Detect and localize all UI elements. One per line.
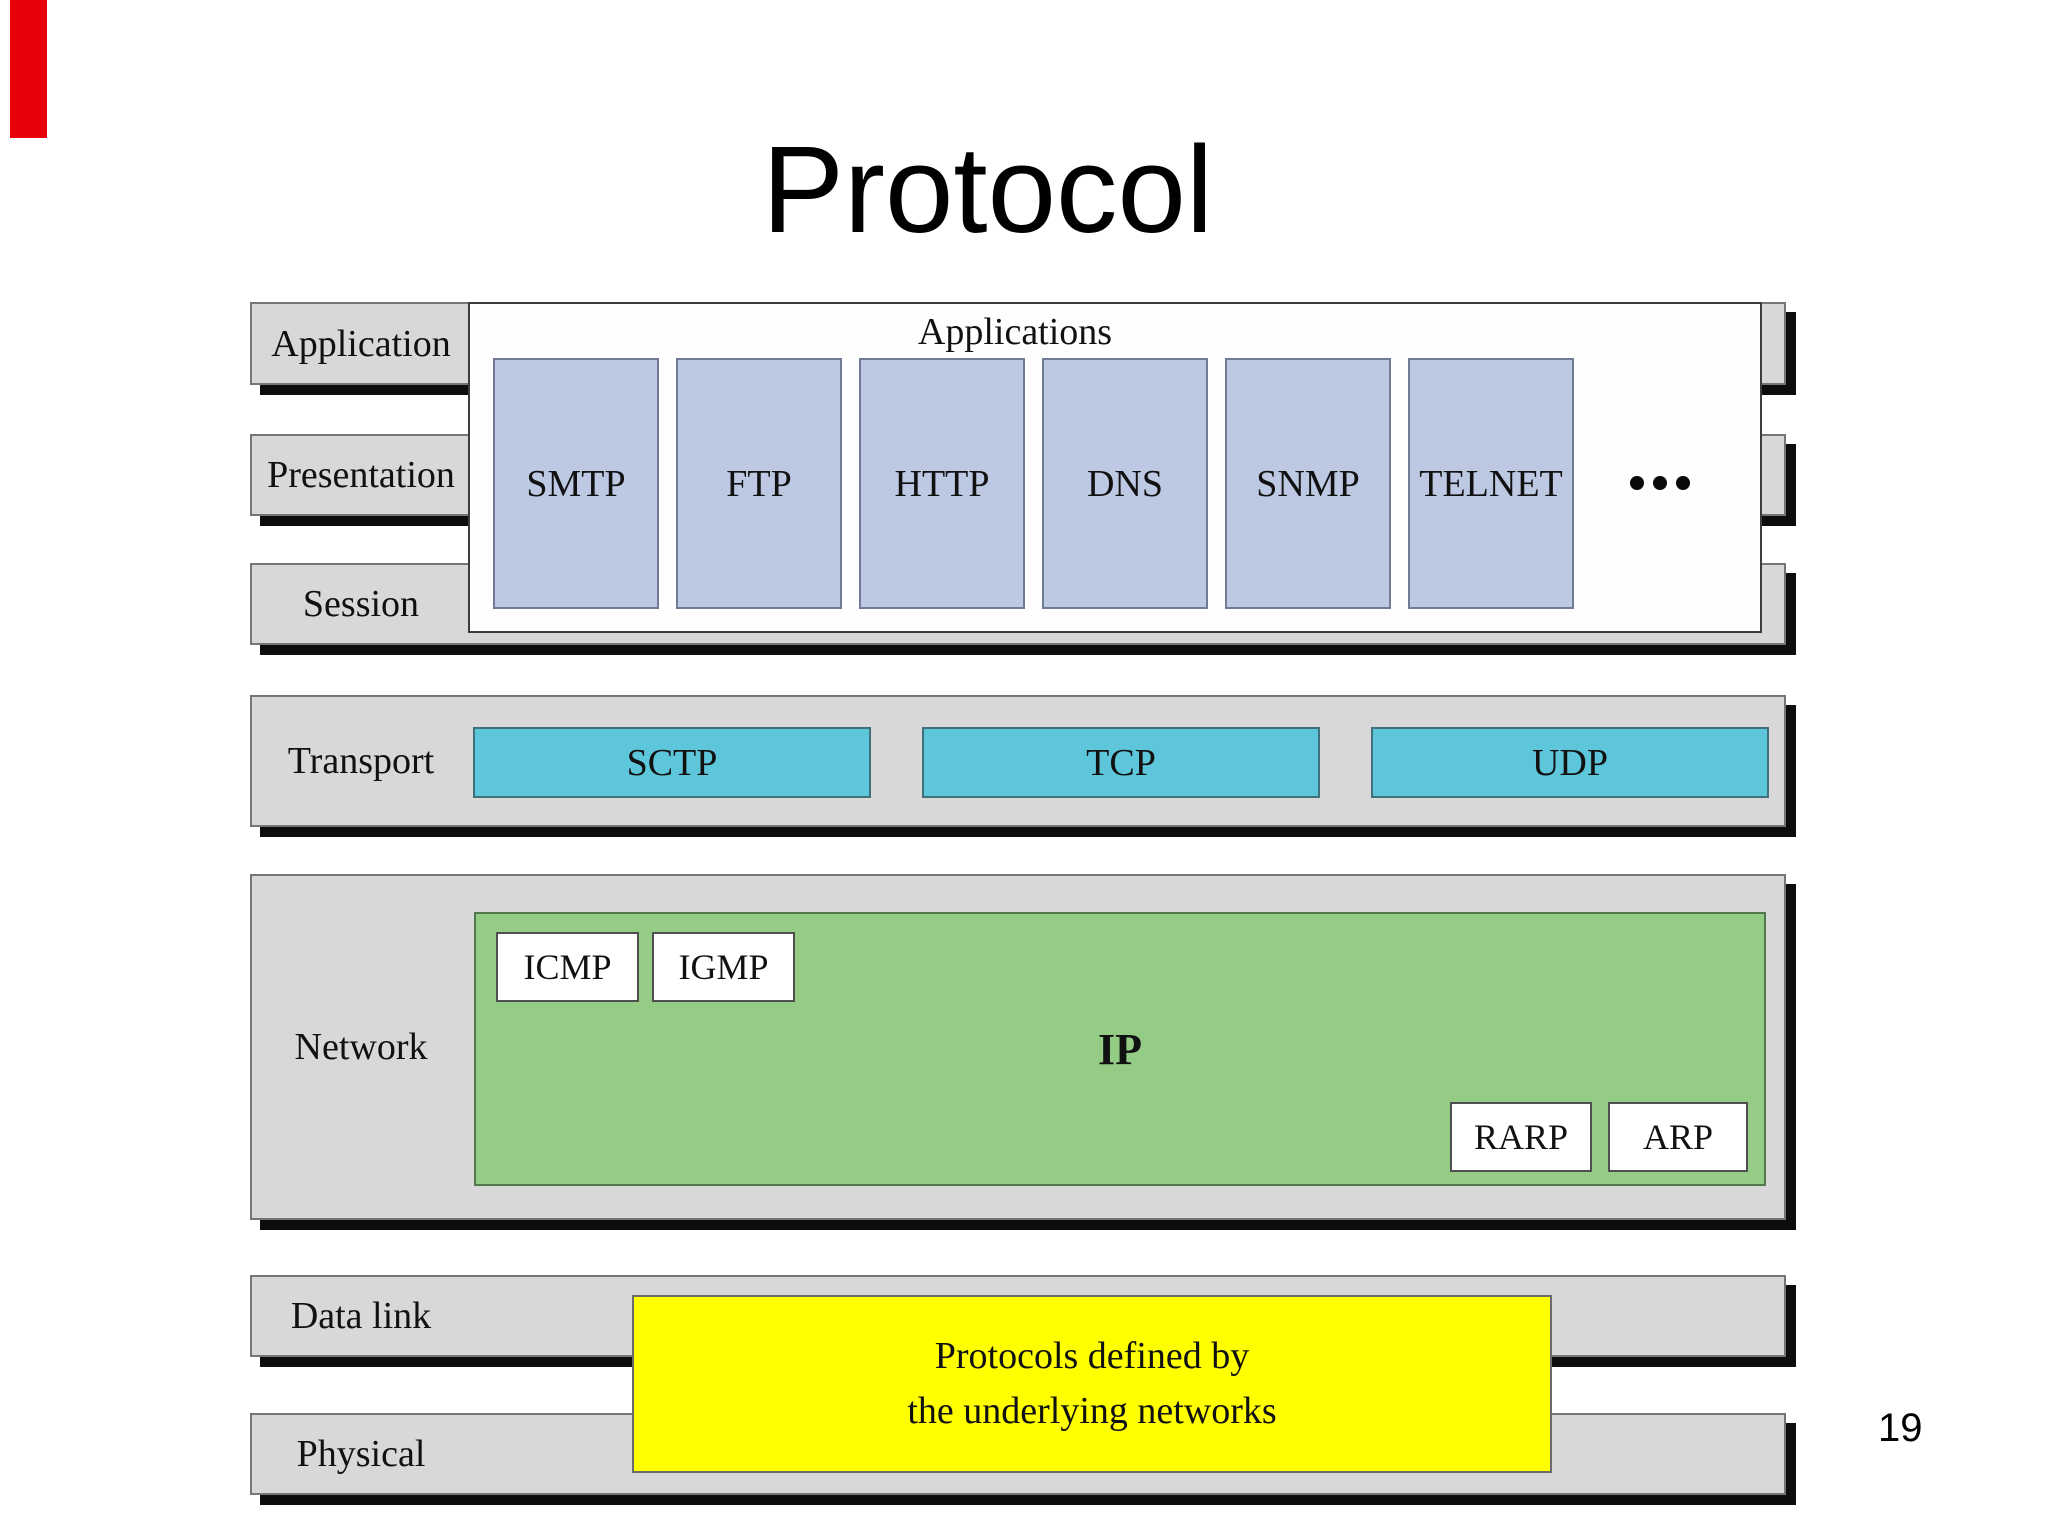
protocol-box-http: HTTP (859, 358, 1025, 609)
protocol-box-rarp: RARP (1450, 1102, 1592, 1172)
protocol-box-tcp: TCP (922, 727, 1320, 798)
protocol-box-udp: UDP (1371, 727, 1769, 798)
protocol-label-ip: IP (1098, 1024, 1142, 1074)
protocol-box-arp: ARP (1608, 1102, 1748, 1172)
ip-area: IP ICMP IGMP RARP ARP (474, 912, 1766, 1186)
page-number: 19 (1878, 1406, 1923, 1450)
layer-label-transport: Transport (287, 740, 435, 782)
underlying-networks-note: Protocols defined by the underlying netw… (632, 1295, 1552, 1473)
layer-label-datalink: Data link (290, 1295, 432, 1337)
protocol-box-icmp: ICMP (496, 932, 639, 1002)
layer-label-session: Session (302, 583, 420, 625)
ellipsis-dot-icon (1676, 476, 1690, 490)
protocol-box-telnet: TELNET (1408, 358, 1574, 609)
protocol-box-snmp: SNMP (1225, 358, 1391, 609)
protocol-box-igmp: IGMP (652, 932, 795, 1002)
protocol-box-smtp: SMTP (493, 358, 659, 609)
note-line-2: the underlying networks (907, 1390, 1277, 1432)
protocol-box-ftp: FTP (676, 358, 842, 609)
layer-label-presentation: Presentation (267, 454, 455, 496)
applications-panel-title: Applications (917, 311, 1113, 353)
ellipsis-icon (1630, 476, 1690, 490)
protocol-box-sctp: SCTP (473, 727, 871, 798)
ellipsis-dot-icon (1653, 476, 1667, 490)
layer-label-physical: Physical (296, 1433, 426, 1475)
layer-bar-network: Network IP ICMP IGMP RARP ARP (250, 874, 1786, 1220)
red-marker (10, 0, 47, 138)
ellipsis-dot-icon (1630, 476, 1644, 490)
layer-label-application: Application (271, 322, 451, 365)
layer-bar-transport: Transport SCTP TCP UDP (250, 695, 1786, 827)
note-line-1: Protocols defined by (934, 1334, 1250, 1377)
layer-label-network: Network (294, 1026, 428, 1068)
slide-title: Protocol (762, 122, 1214, 259)
applications-panel: Applications SMTP FTP HTTP DNS SNMP TELN… (468, 302, 1762, 633)
protocol-box-dns: DNS (1042, 358, 1208, 609)
